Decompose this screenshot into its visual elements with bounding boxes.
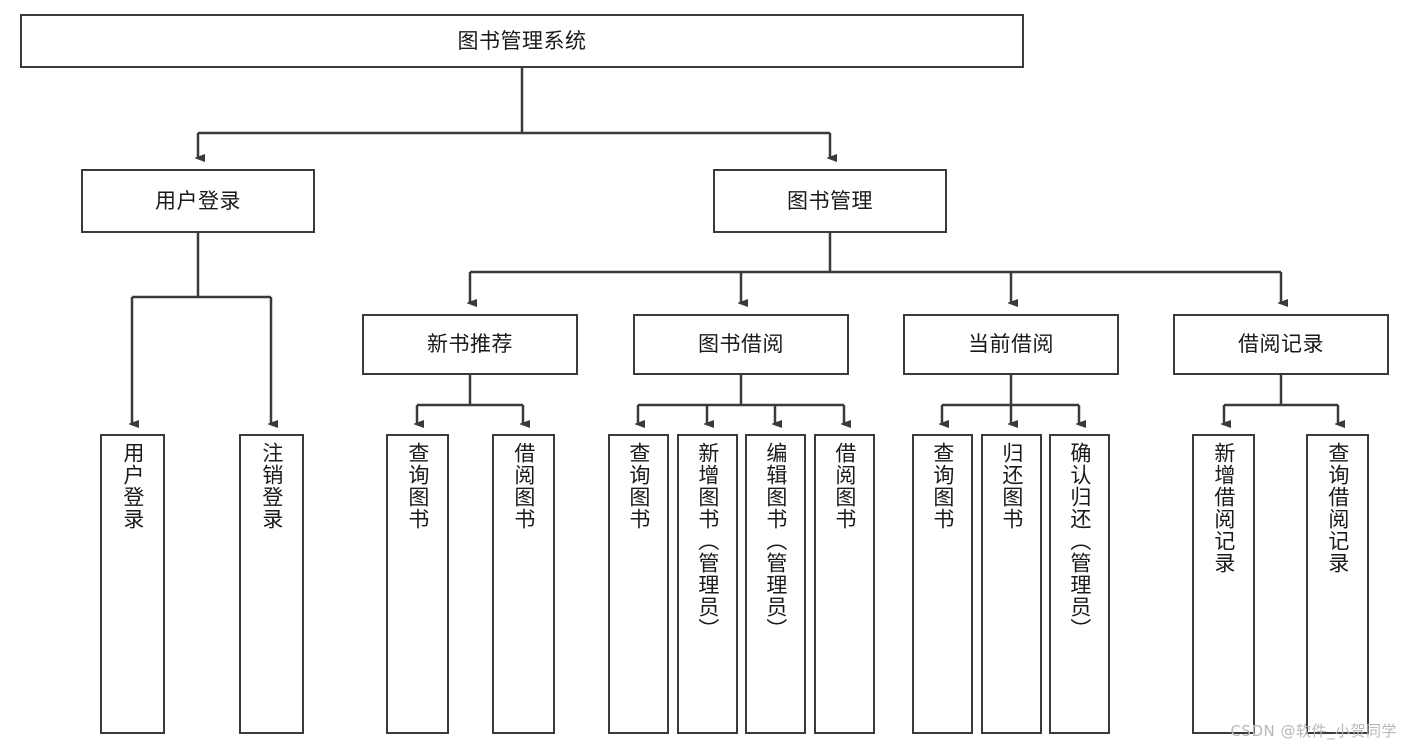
node-label: 查询图书 xyxy=(626,442,651,530)
node-label: 借阅图书 xyxy=(511,442,536,530)
node-label: 编辑图书（管理员） xyxy=(763,442,788,640)
node-book-management[interactable]: 图书管理 xyxy=(713,169,947,233)
node-label: 借阅记录 xyxy=(1238,332,1324,356)
node-label: 新增图书（管理员） xyxy=(695,442,720,640)
leaf-query-book-borrow[interactable]: 查询图书 xyxy=(608,434,669,734)
leaf-logout-login[interactable]: 注销登录 xyxy=(239,434,304,734)
node-new-book-recommend[interactable]: 新书推荐 xyxy=(362,314,578,375)
node-label: 图书管理系统 xyxy=(457,28,587,53)
leaf-return-book[interactable]: 归还图书 xyxy=(981,434,1042,734)
node-label: 归还图书 xyxy=(999,442,1024,530)
node-current-borrow[interactable]: 当前借阅 xyxy=(903,314,1119,375)
leaf-borrow-book[interactable]: 借阅图书 xyxy=(814,434,875,734)
leaf-query-book-recommend[interactable]: 查询图书 xyxy=(386,434,449,734)
node-label: 新增借阅记录 xyxy=(1211,442,1236,574)
watermark: CSDN @软件_小贺同学 xyxy=(1230,722,1397,740)
leaf-user-login[interactable]: 用户登录 xyxy=(100,434,165,734)
leaf-add-borrow-record[interactable]: 新增借阅记录 xyxy=(1192,434,1255,734)
node-label: 图书管理 xyxy=(787,188,873,213)
node-label: 查询图书 xyxy=(405,442,430,530)
leaf-borrow-book-recommend[interactable]: 借阅图书 xyxy=(492,434,555,734)
node-label: 查询借阅记录 xyxy=(1325,442,1350,574)
node-label: 图书借阅 xyxy=(698,332,784,356)
node-label: 确认归还（管理员） xyxy=(1067,442,1092,640)
leaf-query-borrow-record[interactable]: 查询借阅记录 xyxy=(1306,434,1369,734)
node-label: 用户登录 xyxy=(120,442,145,530)
node-root-system[interactable]: 图书管理系统 xyxy=(20,14,1024,68)
node-label: 借阅图书 xyxy=(832,442,857,530)
leaf-confirm-return-admin[interactable]: 确认归还（管理员） xyxy=(1049,434,1110,734)
node-label: 新书推荐 xyxy=(427,332,513,356)
node-label: 查询图书 xyxy=(930,442,955,530)
node-book-borrow[interactable]: 图书借阅 xyxy=(633,314,849,375)
leaf-add-book-admin[interactable]: 新增图书（管理员） xyxy=(677,434,738,734)
node-label: 当前借阅 xyxy=(968,332,1054,356)
node-label: 注销登录 xyxy=(259,442,284,530)
node-user-login[interactable]: 用户登录 xyxy=(81,169,315,233)
leaf-query-book-current[interactable]: 查询图书 xyxy=(912,434,973,734)
node-borrow-record[interactable]: 借阅记录 xyxy=(1173,314,1389,375)
leaf-edit-book-admin[interactable]: 编辑图书（管理员） xyxy=(745,434,806,734)
node-label: 用户登录 xyxy=(155,188,241,213)
